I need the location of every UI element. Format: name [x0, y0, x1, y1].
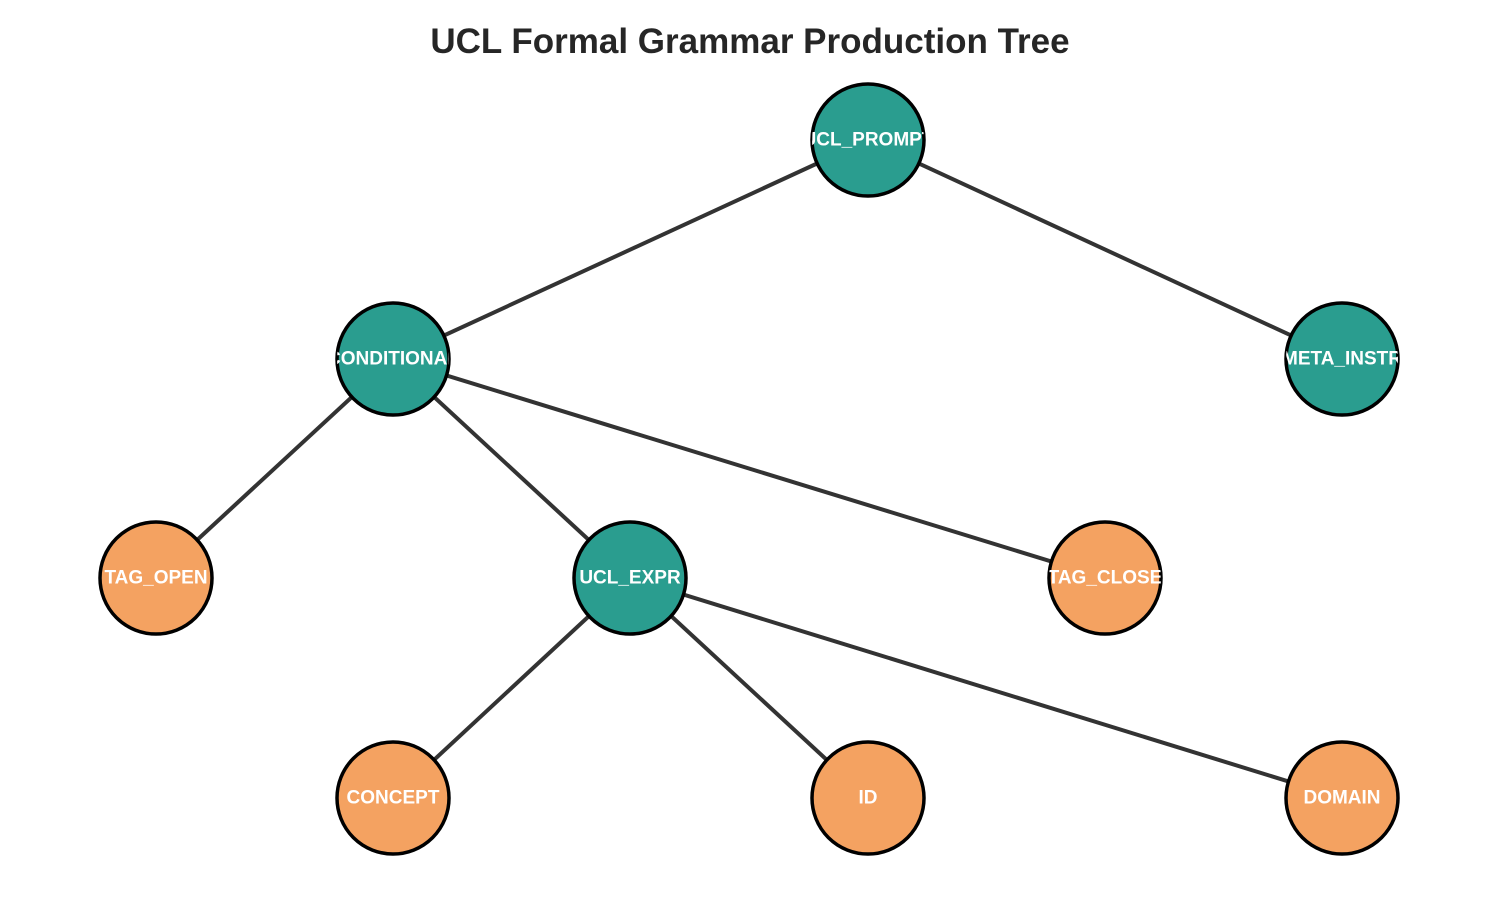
node-label-id: ID: [859, 788, 878, 809]
node-label-concept: CONCEPT: [347, 788, 440, 809]
node-circle-ucl_prompt: [810, 82, 926, 198]
node-circle-ucl_expr: [572, 520, 688, 636]
node-conditional: CONDITIONAL: [327, 301, 459, 417]
node-label-ucl_expr: UCL_EXPR: [579, 568, 681, 589]
node-circle-meta_instr: [1284, 301, 1400, 417]
edge-ucl_prompt-to-meta_instr: [867, 138, 1343, 361]
node-label-tag_open: TAG_OPEN: [104, 568, 207, 589]
node-circle-domain: [1284, 740, 1400, 856]
node-id: ID: [810, 740, 926, 856]
node-circle-conditional: [335, 301, 451, 417]
node-label-conditional: CONDITIONAL: [327, 349, 459, 370]
node-label-meta_instr: META_INSTR: [1282, 349, 1402, 370]
node-label-tag_close: TAG_CLOSE: [1048, 568, 1163, 589]
node-tag_close: TAG_CLOSE: [1047, 520, 1163, 636]
edges-layer: [154, 138, 1343, 800]
edge-conditional-to-tag_close: [392, 357, 1106, 580]
nodes-layer: UCL_PROMPT CONDITIONAL META_INSTR TAG_OPEN U…: [98, 82, 1402, 856]
node-circle-tag_close: [1047, 520, 1163, 636]
node-label-domain: DOMAIN: [1303, 788, 1380, 809]
node-circle-id: [810, 740, 926, 856]
node-circle-concept: [335, 740, 451, 856]
diagram-title: UCL Formal Grammar Production Tree: [430, 22, 1070, 61]
node-label-ucl_prompt: UCL_PROMPT: [803, 130, 934, 151]
node-meta_instr: META_INSTR: [1282, 301, 1402, 417]
node-concept: CONCEPT: [335, 740, 451, 856]
node-domain: DOMAIN: [1284, 740, 1400, 856]
node-ucl_prompt: UCL_PROMPT: [803, 82, 934, 198]
edge-ucl_expr-to-domain: [629, 576, 1343, 800]
node-circle-tag_open: [98, 520, 214, 636]
node-tag_open: TAG_OPEN: [98, 520, 214, 636]
edge-ucl_prompt-to-conditional: [392, 138, 869, 361]
node-ucl_expr: UCL_EXPR: [572, 520, 688, 636]
